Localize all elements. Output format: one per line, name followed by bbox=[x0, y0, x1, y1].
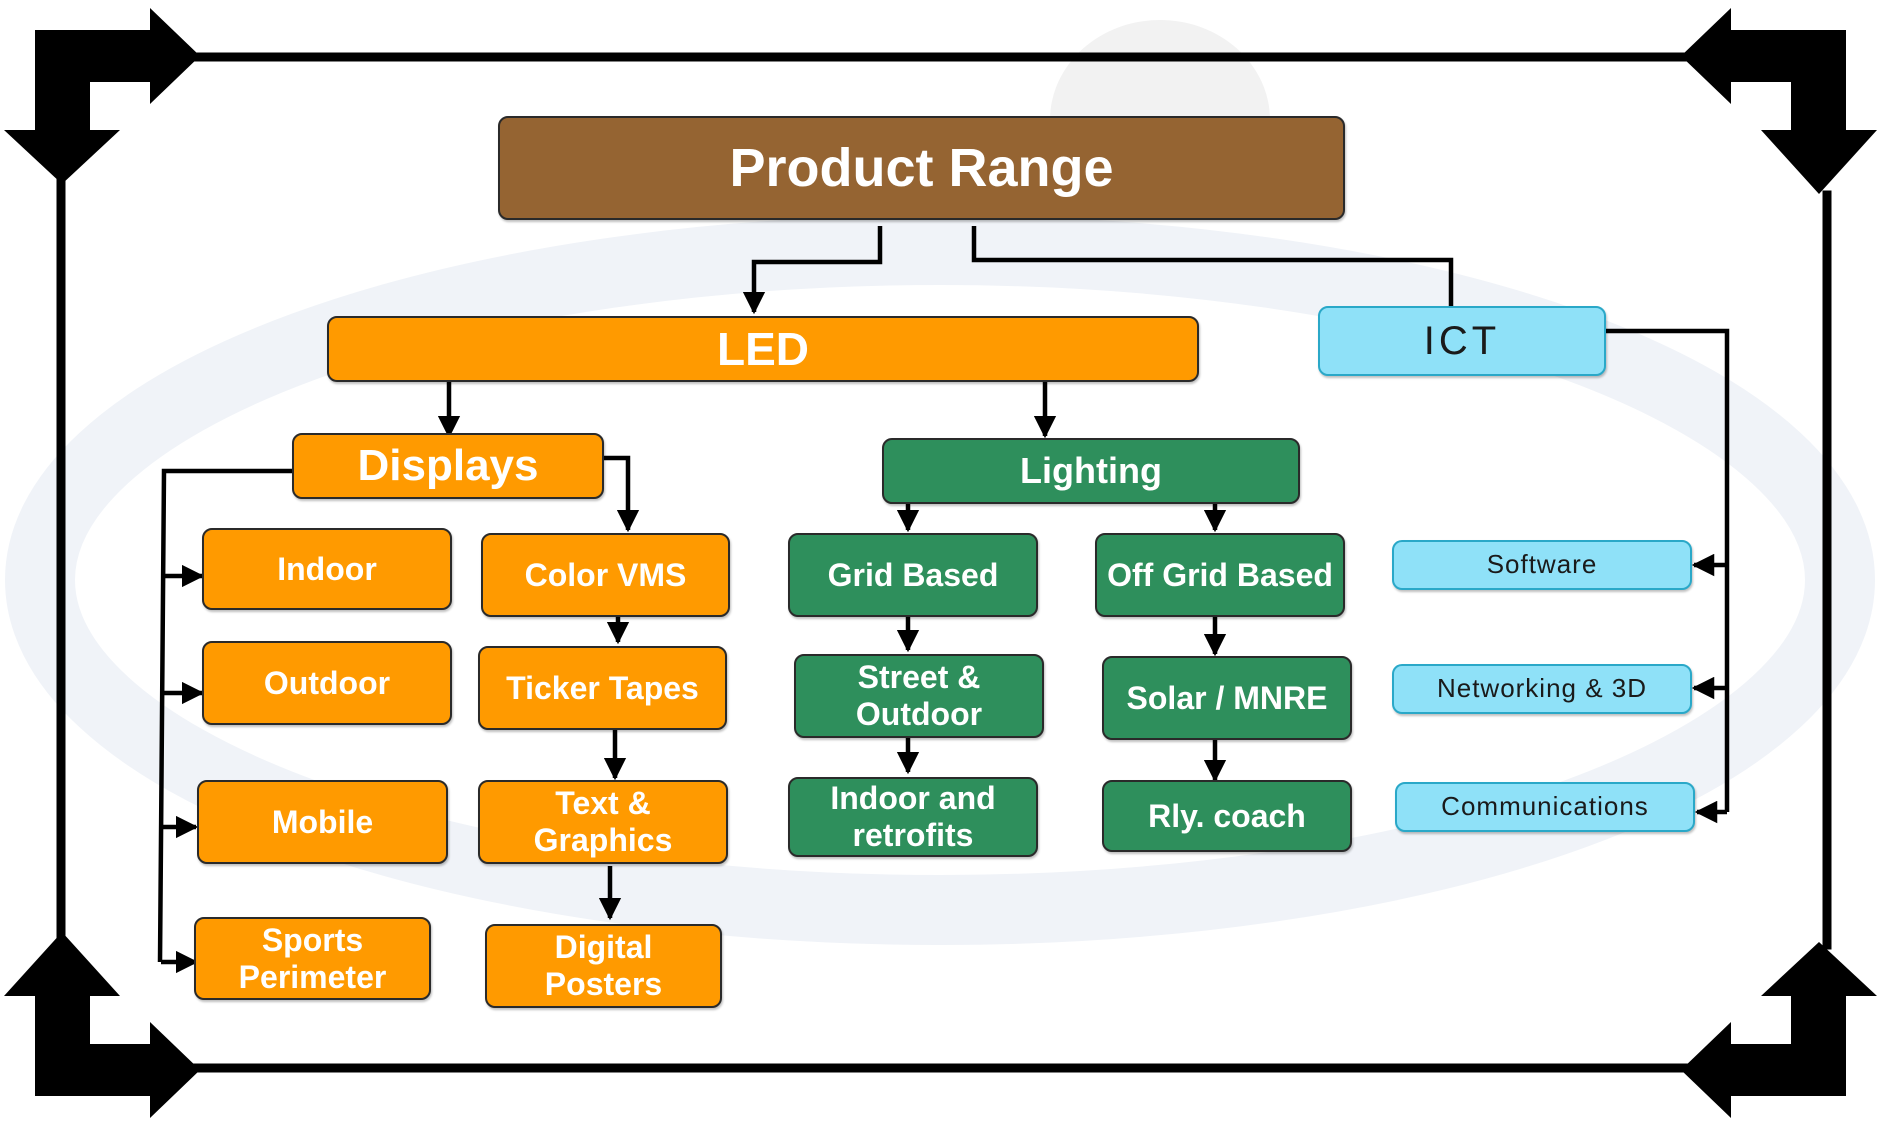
street-outdoor-node: Street & Outdoor bbox=[794, 654, 1044, 738]
text-graphics-node: Text & Graphics bbox=[478, 780, 728, 864]
product-range-node: Product Range bbox=[498, 116, 1345, 220]
lighting-node: Lighting bbox=[882, 438, 1300, 504]
outdoor-node: Outdoor bbox=[202, 641, 452, 725]
rly-coach-node: Rly. coach bbox=[1102, 780, 1352, 852]
mobile-node: Mobile bbox=[197, 780, 448, 864]
software-node: Software bbox=[1392, 540, 1692, 590]
displays-node: Displays bbox=[292, 433, 604, 499]
color-vms-node: Color VMS bbox=[481, 533, 730, 617]
ticker-tapes-node: Ticker Tapes bbox=[478, 646, 727, 730]
indoor-retrofits-node: Indoor and retrofits bbox=[788, 777, 1038, 857]
indoor-node: Indoor bbox=[202, 528, 452, 610]
solar-mnre-node: Solar / MNRE bbox=[1102, 656, 1352, 740]
ict-node: ICT bbox=[1318, 306, 1606, 376]
sports-perimeter-node: Sports Perimeter bbox=[194, 917, 431, 1000]
networking-3d-node: Networking & 3D bbox=[1392, 664, 1692, 714]
digital-posters-node: Digital Posters bbox=[485, 924, 722, 1008]
off-grid-based-node: Off Grid Based bbox=[1095, 533, 1345, 617]
frame-corners bbox=[4, 8, 1877, 1118]
communications-node: Communications bbox=[1395, 782, 1695, 832]
led-node: LED bbox=[327, 316, 1199, 382]
grid-based-node: Grid Based bbox=[788, 533, 1038, 617]
